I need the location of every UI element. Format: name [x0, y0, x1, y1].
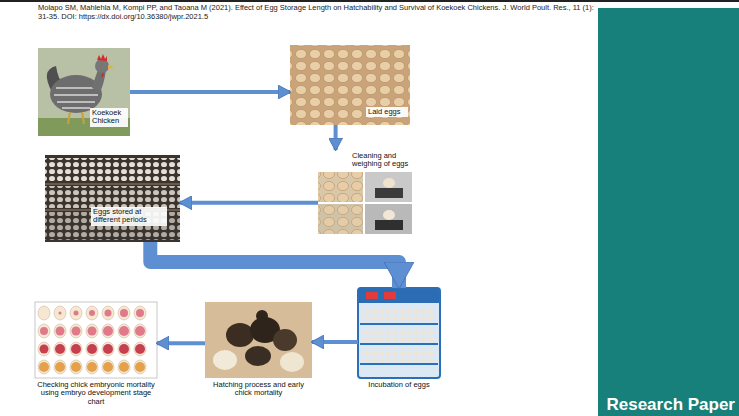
photo-step: Cleaning and weighing of eggs [318, 150, 412, 235]
photo-step: Koekoek Chicken [38, 48, 130, 136]
flow-arrow [334, 125, 338, 150]
photo-step: Laid eggs [290, 45, 410, 125]
step-label: Koekoek Chicken [90, 108, 128, 127]
badge-label: Research Paper [606, 395, 735, 415]
step-label: Incubation of eggs [360, 380, 438, 390]
step-label: Hatching process and early chick mortali… [205, 380, 312, 399]
step-label: Eggs stored at different periods [91, 207, 167, 226]
flow-arrow-large [150, 242, 399, 288]
flow-arrow [312, 340, 358, 344]
flow-arrow [157, 341, 205, 345]
flow-arrow [130, 90, 290, 94]
photo-step: Incubation of eggs [358, 288, 440, 396]
citation-title: Molapo SM, Mahlehla M, Kompi PP, and Tao… [38, 3, 594, 21]
photo-step: Checking chick embryonic mortality using… [35, 302, 157, 409]
flow-arrow [180, 201, 318, 205]
photo-step: Hatching process and early chick mortali… [205, 302, 312, 405]
photo-step: Eggs stored at different periods [45, 155, 180, 242]
step-label: Checking chick embryonic mortality using… [35, 380, 157, 407]
step-label: Laid eggs [366, 107, 408, 117]
step-label: Cleaning and weighing of eggs [350, 151, 412, 170]
